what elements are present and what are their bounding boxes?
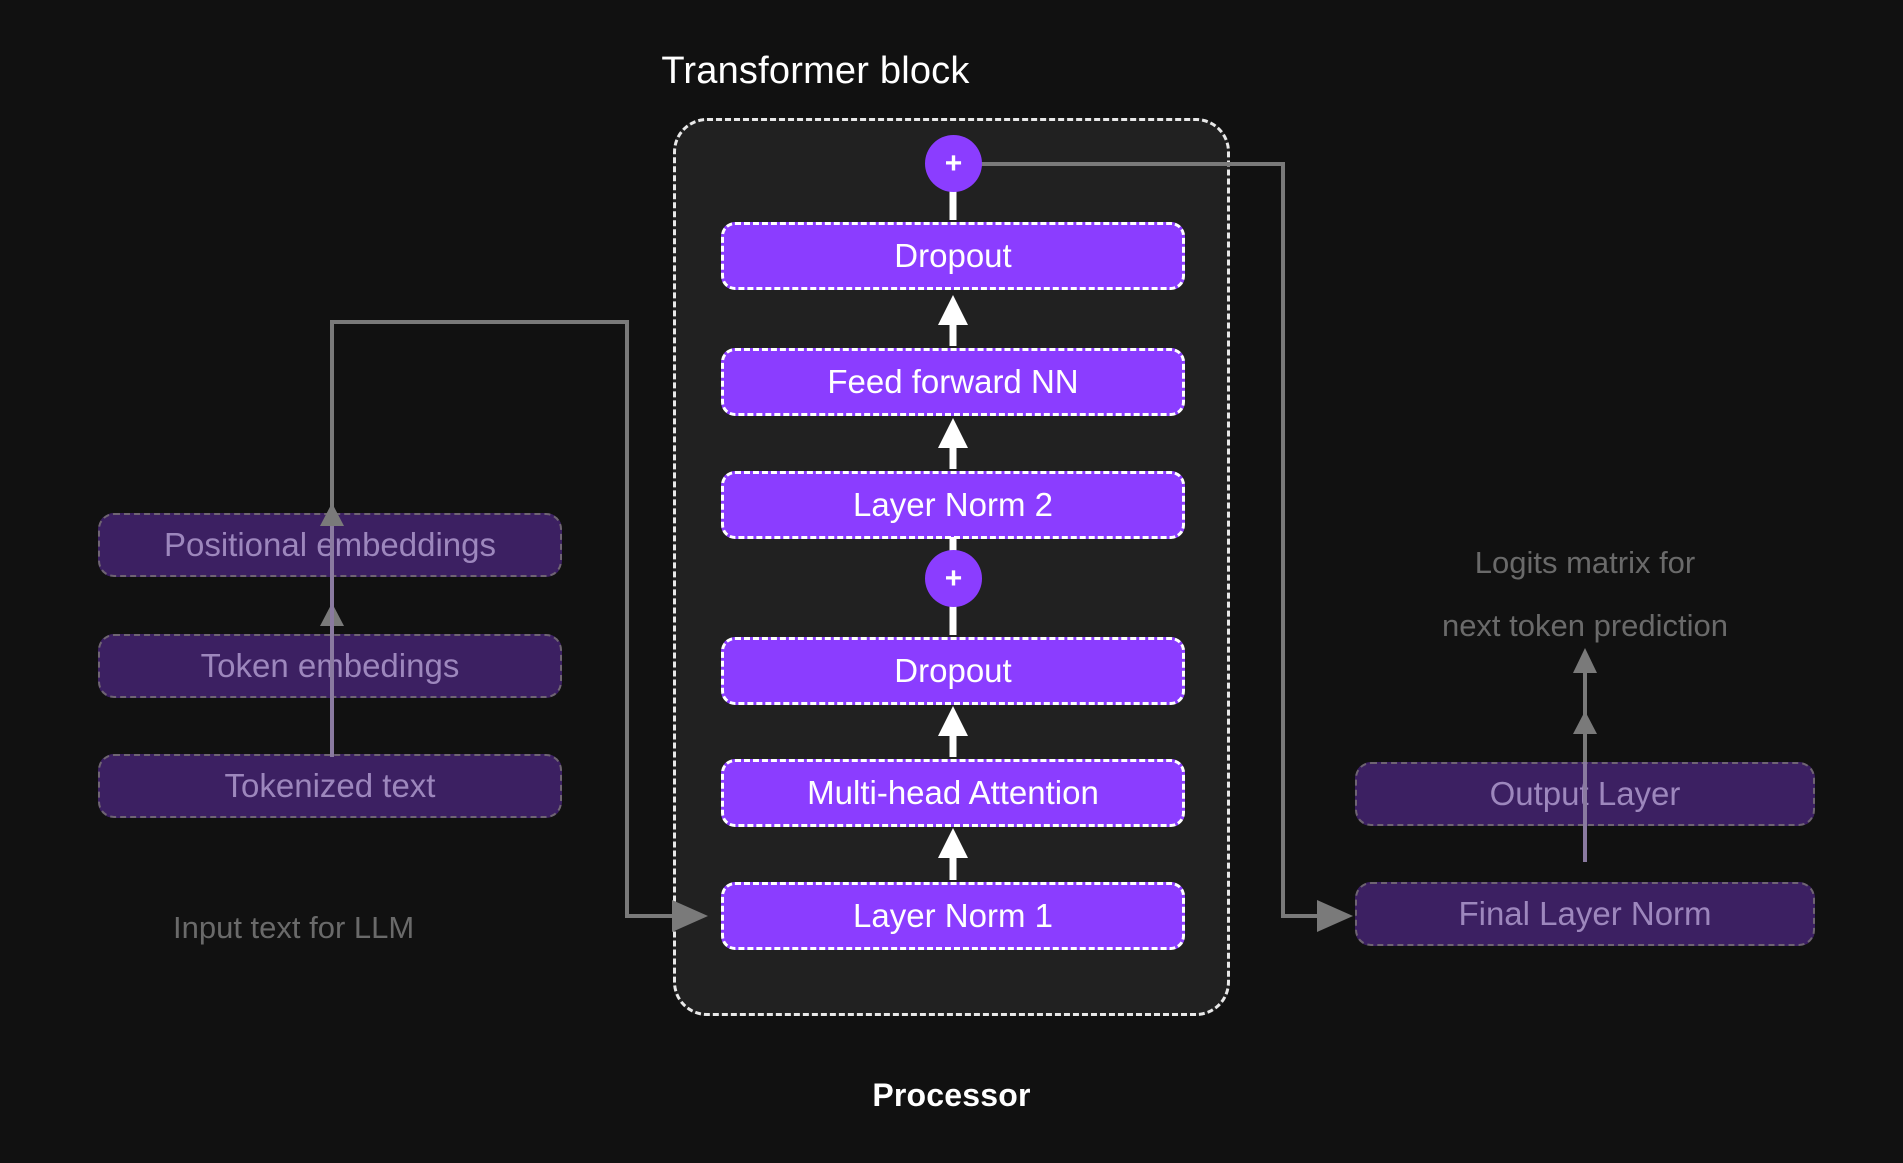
box-token-embeddings[interactable]: Token embedings <box>98 634 562 698</box>
transformer-block-title: Transformer block <box>661 50 970 92</box>
box-final-layer-norm[interactable]: Final Layer Norm <box>1355 882 1815 946</box>
top-residual-add-node[interactable]: + <box>925 135 982 192</box>
block-feed-forward-nn[interactable]: Feed forward NN <box>721 348 1185 416</box>
box-tokenized-text[interactable]: Tokenized text <box>98 754 562 818</box>
block-multi-head-attention[interactable]: Multi-head Attention <box>721 759 1185 827</box>
mid-residual-add-node[interactable]: + <box>925 550 982 607</box>
block-dropout-top[interactable]: Dropout <box>721 222 1185 290</box>
box-output-layer[interactable]: Output Layer <box>1355 762 1815 826</box>
box-positional-embeddings[interactable]: Positional embeddings <box>98 513 562 577</box>
block-layer-norm-2[interactable]: Layer Norm 2 <box>721 471 1185 539</box>
processor-label: Processor <box>872 1077 1031 1113</box>
logits-caption-line2: next token prediction <box>1441 608 1729 643</box>
block-layer-norm-1[interactable]: Layer Norm 1 <box>721 882 1185 950</box>
block-dropout-bottom[interactable]: Dropout <box>721 637 1185 705</box>
input-caption: Input text for LLM <box>173 910 415 945</box>
logits-caption-line1: Logits matrix for <box>1474 545 1696 580</box>
